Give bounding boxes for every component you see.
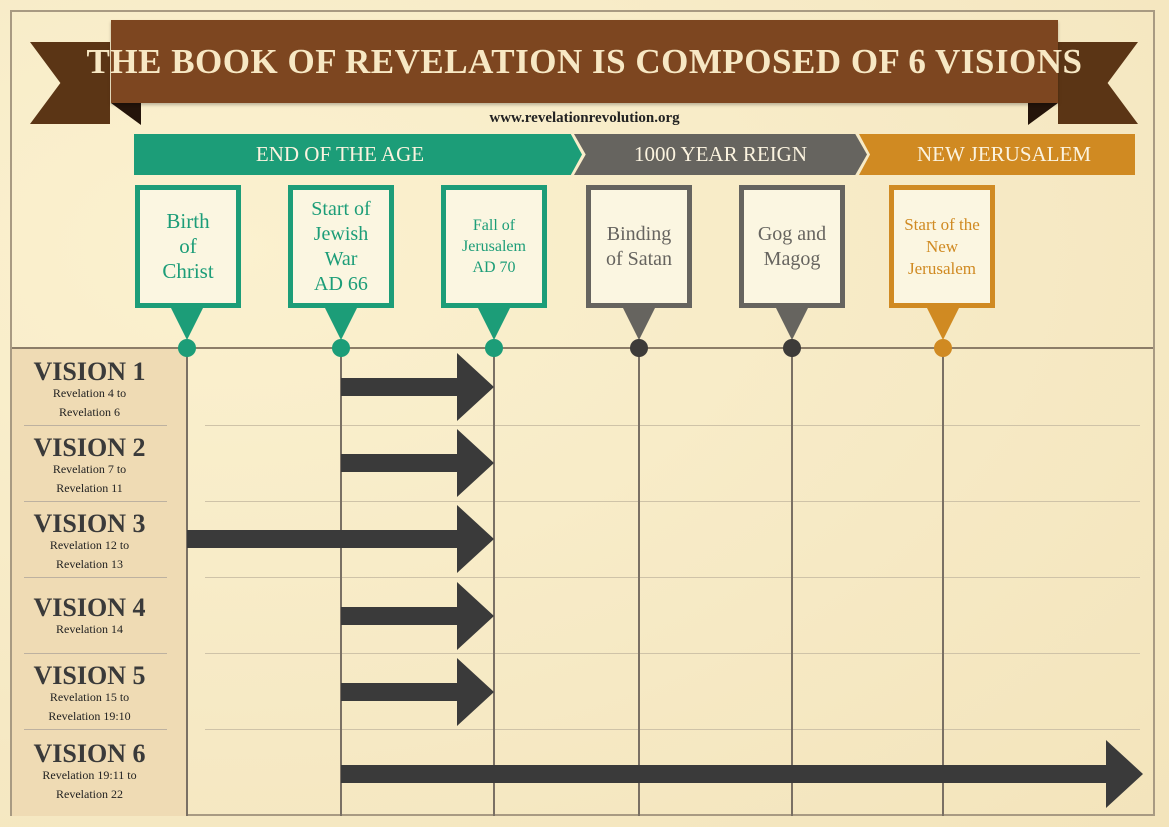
- event-marker-dot: [332, 339, 350, 357]
- vision-3-label: VISION 3 Revelation 12 to Revelation 13: [33, 509, 146, 572]
- event-line-jewish-war: [340, 349, 342, 816]
- border-frame: [10, 10, 1155, 816]
- row-divider: [205, 729, 1140, 730]
- event-line-new-jerusalem: [942, 349, 944, 816]
- vision-3-arrow: [187, 505, 494, 573]
- label-divider: [24, 653, 167, 654]
- vision-5-arrow: [341, 658, 494, 726]
- label-divider: [24, 501, 167, 502]
- era-new-jerusalem: NEW JERUSALEM: [859, 134, 1135, 175]
- vision-2-label: VISION 2 Revelation 7 to Revelation 11: [33, 433, 146, 496]
- timeline-axis: [12, 347, 1153, 349]
- event-marker-dot: [178, 339, 196, 357]
- row-divider: [205, 425, 1140, 426]
- vision-4-label: VISION 4 Revelation 14: [33, 593, 146, 637]
- row-divider: [205, 577, 1140, 578]
- vision-1-label: VISION 1 Revelation 4 to Revelation 6: [33, 357, 146, 420]
- vision-4-arrow: [341, 582, 494, 650]
- event-marker-dot: [630, 339, 648, 357]
- event-line-fall-of-jerusalem: [493, 349, 495, 816]
- vision-1-arrow: [341, 353, 494, 421]
- event-line-birth-of-christ: [186, 349, 188, 816]
- vision-label-column: [12, 349, 187, 816]
- vision-5-label: VISION 5 Revelation 15 to Revelation 19:…: [33, 661, 146, 724]
- era-1000-year-reign: 1000 YEAR REIGN: [574, 134, 867, 175]
- page-title: THE BOOK OF REVELATION IS COMPOSED OF 6 …: [86, 41, 1083, 81]
- event-line-gog-and-magog: [791, 349, 793, 816]
- title-banner: THE BOOK OF REVELATION IS COMPOSED OF 6 …: [87, 20, 1082, 103]
- vision-2-arrow: [341, 429, 494, 497]
- event-line-binding-of-satan: [638, 349, 640, 816]
- vision-6-label: VISION 6 Revelation 19:11 to Revelation …: [33, 739, 146, 802]
- label-divider: [24, 729, 167, 730]
- row-divider: [205, 653, 1140, 654]
- row-divider: [205, 501, 1140, 502]
- vision-6-arrow: [341, 740, 1143, 808]
- website-link[interactable]: www.revelationrevolution.org: [489, 110, 680, 126]
- event-marker-dot: [783, 339, 801, 357]
- label-divider: [24, 425, 167, 426]
- event-marker-dot: [485, 339, 503, 357]
- label-divider: [24, 577, 167, 578]
- event-marker-dot: [934, 339, 952, 357]
- era-end-of-the-age: END OF THE AGE: [134, 134, 582, 175]
